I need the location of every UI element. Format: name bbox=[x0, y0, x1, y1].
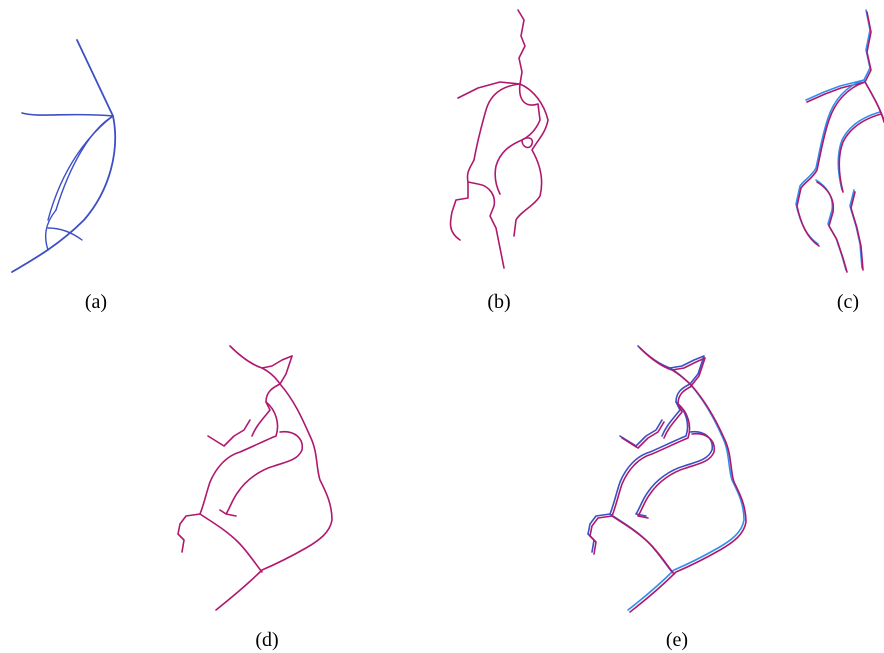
panel-a-inner-curve-2 bbox=[47, 115, 114, 221]
caption-a: (a) bbox=[84, 291, 108, 313]
panel-e-mag-inner bbox=[611, 403, 691, 517]
panel-e-blue-top bbox=[637, 345, 705, 385]
panel-d-left-twig bbox=[207, 419, 251, 447]
panel-d-hook bbox=[251, 367, 281, 437]
panel-b-small-knot bbox=[521, 137, 534, 149]
panel-e-mag-arm bbox=[637, 432, 716, 519]
panel-e-mag-hook bbox=[663, 369, 693, 439]
panel-c-blue-trunk bbox=[805, 9, 871, 101]
panel-a-lens-left bbox=[44, 209, 57, 251]
panel-b-center-vessel bbox=[494, 83, 541, 195]
panel-a-inner-curve-1 bbox=[55, 115, 114, 211]
panel-d-lower-arc bbox=[199, 513, 263, 573]
panel-c-blue-center bbox=[837, 79, 884, 191]
panel-a-long-curve bbox=[11, 39, 117, 273]
panel-b-right-vessel bbox=[513, 83, 549, 237]
panel-e-mag-top bbox=[639, 347, 706, 387]
panel-c-mag-trunk bbox=[806, 11, 872, 103]
panel-d-lower-left bbox=[177, 513, 201, 553]
panel-d-main-descent bbox=[215, 355, 333, 611]
panel-e-blue-arm bbox=[635, 430, 714, 517]
panel-a-cross-curve bbox=[47, 227, 83, 241]
panel-b-left-branch bbox=[457, 81, 521, 99]
panel-c-mag-lower bbox=[816, 181, 864, 273]
panel-c-mag-left-loop bbox=[796, 81, 866, 247]
panel-b-left-loop bbox=[449, 83, 521, 241]
panel-c-mag-center bbox=[838, 81, 884, 193]
panel-e-mag-lower bbox=[589, 515, 675, 575]
panel-e-drawing bbox=[587, 345, 747, 613]
panel-c-drawing bbox=[795, 9, 884, 273]
panel-b-top-trunk bbox=[517, 9, 526, 85]
panel-a-drawing bbox=[11, 39, 117, 273]
caption-e: (e) bbox=[665, 629, 689, 651]
caption-b: (b) bbox=[487, 291, 511, 313]
panel-d-top-branch bbox=[229, 345, 293, 369]
panel-e-mag-twig bbox=[621, 421, 665, 449]
caption-d: (d) bbox=[255, 629, 279, 651]
panel-b-lower-left bbox=[467, 181, 505, 269]
panel-d-inner-arm bbox=[219, 430, 304, 517]
panel-e-blue-inner bbox=[609, 401, 689, 515]
panel-d-inner-loop bbox=[199, 401, 279, 515]
panel-d-drawing bbox=[177, 345, 333, 611]
panel-e-blue-lower bbox=[587, 513, 673, 573]
caption-c: (c) bbox=[836, 291, 860, 313]
panel-e-blue-main bbox=[627, 383, 745, 611]
panel-a-left-arc bbox=[21, 112, 114, 117]
panel-b-drawing bbox=[449, 9, 549, 269]
panel-e-mag-main bbox=[629, 385, 747, 613]
